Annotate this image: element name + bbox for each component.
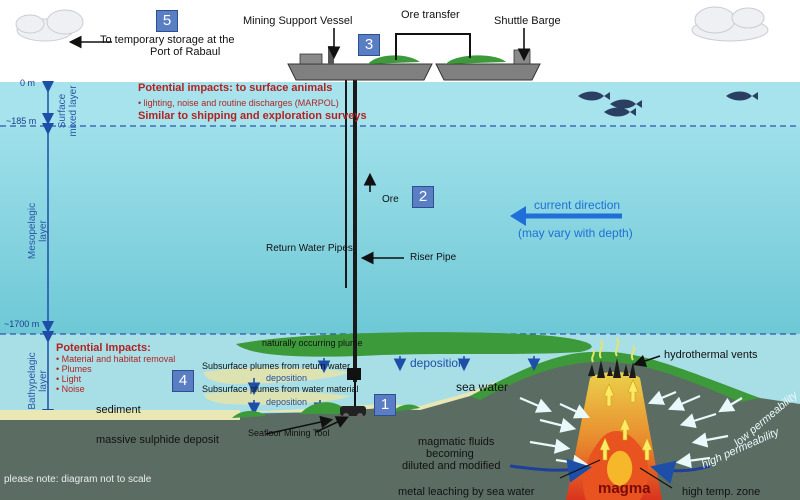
- hydrothermal-vents-label: hydrothermal vents: [664, 349, 758, 361]
- massive-sulphide-label: massive sulphide deposit: [96, 434, 219, 446]
- step-2-badge: 2: [412, 186, 434, 208]
- metal-leaching-label: metal leaching by sea water: [398, 486, 535, 498]
- material-deposition-label: deposition: [266, 397, 308, 407]
- surface-impacts-item: • lighting, noise and routine discharges…: [138, 98, 339, 108]
- depth-185m: ~185 m: [6, 116, 37, 126]
- mesopelagic-water: [0, 126, 800, 334]
- surface-layer-label: Surface mixed layer: [57, 81, 79, 141]
- vent-mound-plume: [470, 351, 760, 402]
- step-1-badge: 1: [374, 394, 396, 416]
- riser-pipe-label: Riser Pipe: [410, 252, 457, 263]
- surface-mixed-water: [0, 82, 800, 126]
- sulphide-deposit-1: [232, 410, 266, 418]
- step-3-badge: 3: [358, 34, 380, 56]
- return-pipes-label: Return Water Pipes: [266, 243, 353, 254]
- deep-impact-item-1: • Material and habitat removal: [56, 354, 176, 364]
- sediment-label: sediment: [96, 404, 141, 416]
- sediment-strip: [240, 380, 500, 412]
- return-water-pipe: [345, 78, 347, 288]
- magma-pointer-lines: [559, 459, 673, 489]
- surface-layer-line1: Surface: [57, 93, 68, 129]
- upwelling-arrows: [599, 379, 653, 461]
- return-water-plume: [204, 367, 352, 384]
- high-temp-core: [607, 450, 633, 486]
- sea-water-label: sea water: [456, 380, 509, 394]
- magmatic-line-2: becoming: [426, 448, 474, 460]
- seafloor-tool-label: Seafloor Mining Tool: [248, 428, 330, 438]
- ore-transfer-label: Ore transfer: [401, 9, 460, 21]
- storage-label-line2: Port of Rabaul: [150, 46, 221, 58]
- deep-impact-item-4: • Noise: [56, 384, 85, 394]
- cloud-left-icon: [15, 9, 84, 42]
- deep-impact-item-2: • Plumes: [56, 364, 92, 374]
- magmatic-line-1: magmatic fluids: [418, 436, 495, 448]
- deep-impact-item-3: • Light: [56, 374, 82, 384]
- pointer-arrows: [68, 28, 661, 435]
- deep-impacts-title: Potential Impacts:: [56, 342, 151, 354]
- sediment-layer: [0, 410, 240, 420]
- shuttle-barge-label: Shuttle Barge: [494, 15, 561, 27]
- magma-label: magma: [598, 480, 651, 497]
- deep-impacts-block: Potential Impacts: • Material and habita…: [56, 342, 175, 394]
- bathy-layer-line2: layer: [38, 370, 49, 392]
- deposition-label: deposition: [410, 356, 465, 370]
- mining-vessel-label: Mining Support Vessel: [243, 15, 353, 27]
- magmatic-line-3: diluted and modified: [402, 460, 501, 472]
- sulphide-deposit-2: [300, 402, 350, 414]
- ore-transfer-bracket: [395, 33, 471, 60]
- sulphide-deposit-3: [392, 404, 420, 412]
- current-note-label: (may vary with depth): [518, 226, 633, 240]
- vent-chimneys: [588, 358, 636, 378]
- surface-impacts-similar: Similar to shipping and exploration surv…: [138, 110, 367, 122]
- depth-1700m: ~1700 m: [4, 319, 40, 329]
- bathy-layer-label: Bathypelagic layer: [27, 341, 49, 421]
- meso-layer-label: Mesopelagic layer: [27, 191, 49, 271]
- return-plume-label: Subsurface plumes from return water: [202, 361, 351, 371]
- bathy-layer-line1: Bathypelagic: [27, 352, 38, 410]
- step-5-badge: 5: [156, 10, 178, 32]
- surface-layer-line2: mixed layer: [68, 85, 79, 137]
- pipe-junction: [347, 368, 361, 380]
- seafloor-mining-tool-icon: [340, 382, 366, 419]
- material-plume: [204, 390, 350, 405]
- cloud-right-icon: [691, 6, 769, 42]
- ore-label: Ore: [382, 194, 399, 205]
- fish-school-icon: [578, 91, 758, 117]
- step-4-badge: 4: [172, 370, 194, 392]
- high-temp-label: high temp. zone: [682, 486, 761, 498]
- vent-plumes: [591, 337, 636, 363]
- natural-plume-label: naturally occurring plume: [262, 338, 363, 348]
- not-to-scale-note: please note: diagram not to scale: [4, 474, 152, 485]
- natural-plume: [236, 332, 592, 357]
- current-arrow-head-icon: [510, 206, 526, 226]
- storage-label-line1: To temporary storage at the: [100, 34, 235, 46]
- return-deposition-label: deposition: [266, 373, 308, 383]
- depth-0m: 0 m: [20, 78, 36, 88]
- riser-pipe: [353, 78, 357, 382]
- current-direction-label: current direction: [534, 198, 621, 212]
- surface-impacts-title: Potential impacts: to surface animals: [138, 82, 333, 94]
- meso-layer-line2: layer: [38, 220, 49, 242]
- material-plume-label: Subsurface plumes from water material: [202, 384, 359, 394]
- meso-layer-line1: Mesopelagic: [27, 202, 38, 260]
